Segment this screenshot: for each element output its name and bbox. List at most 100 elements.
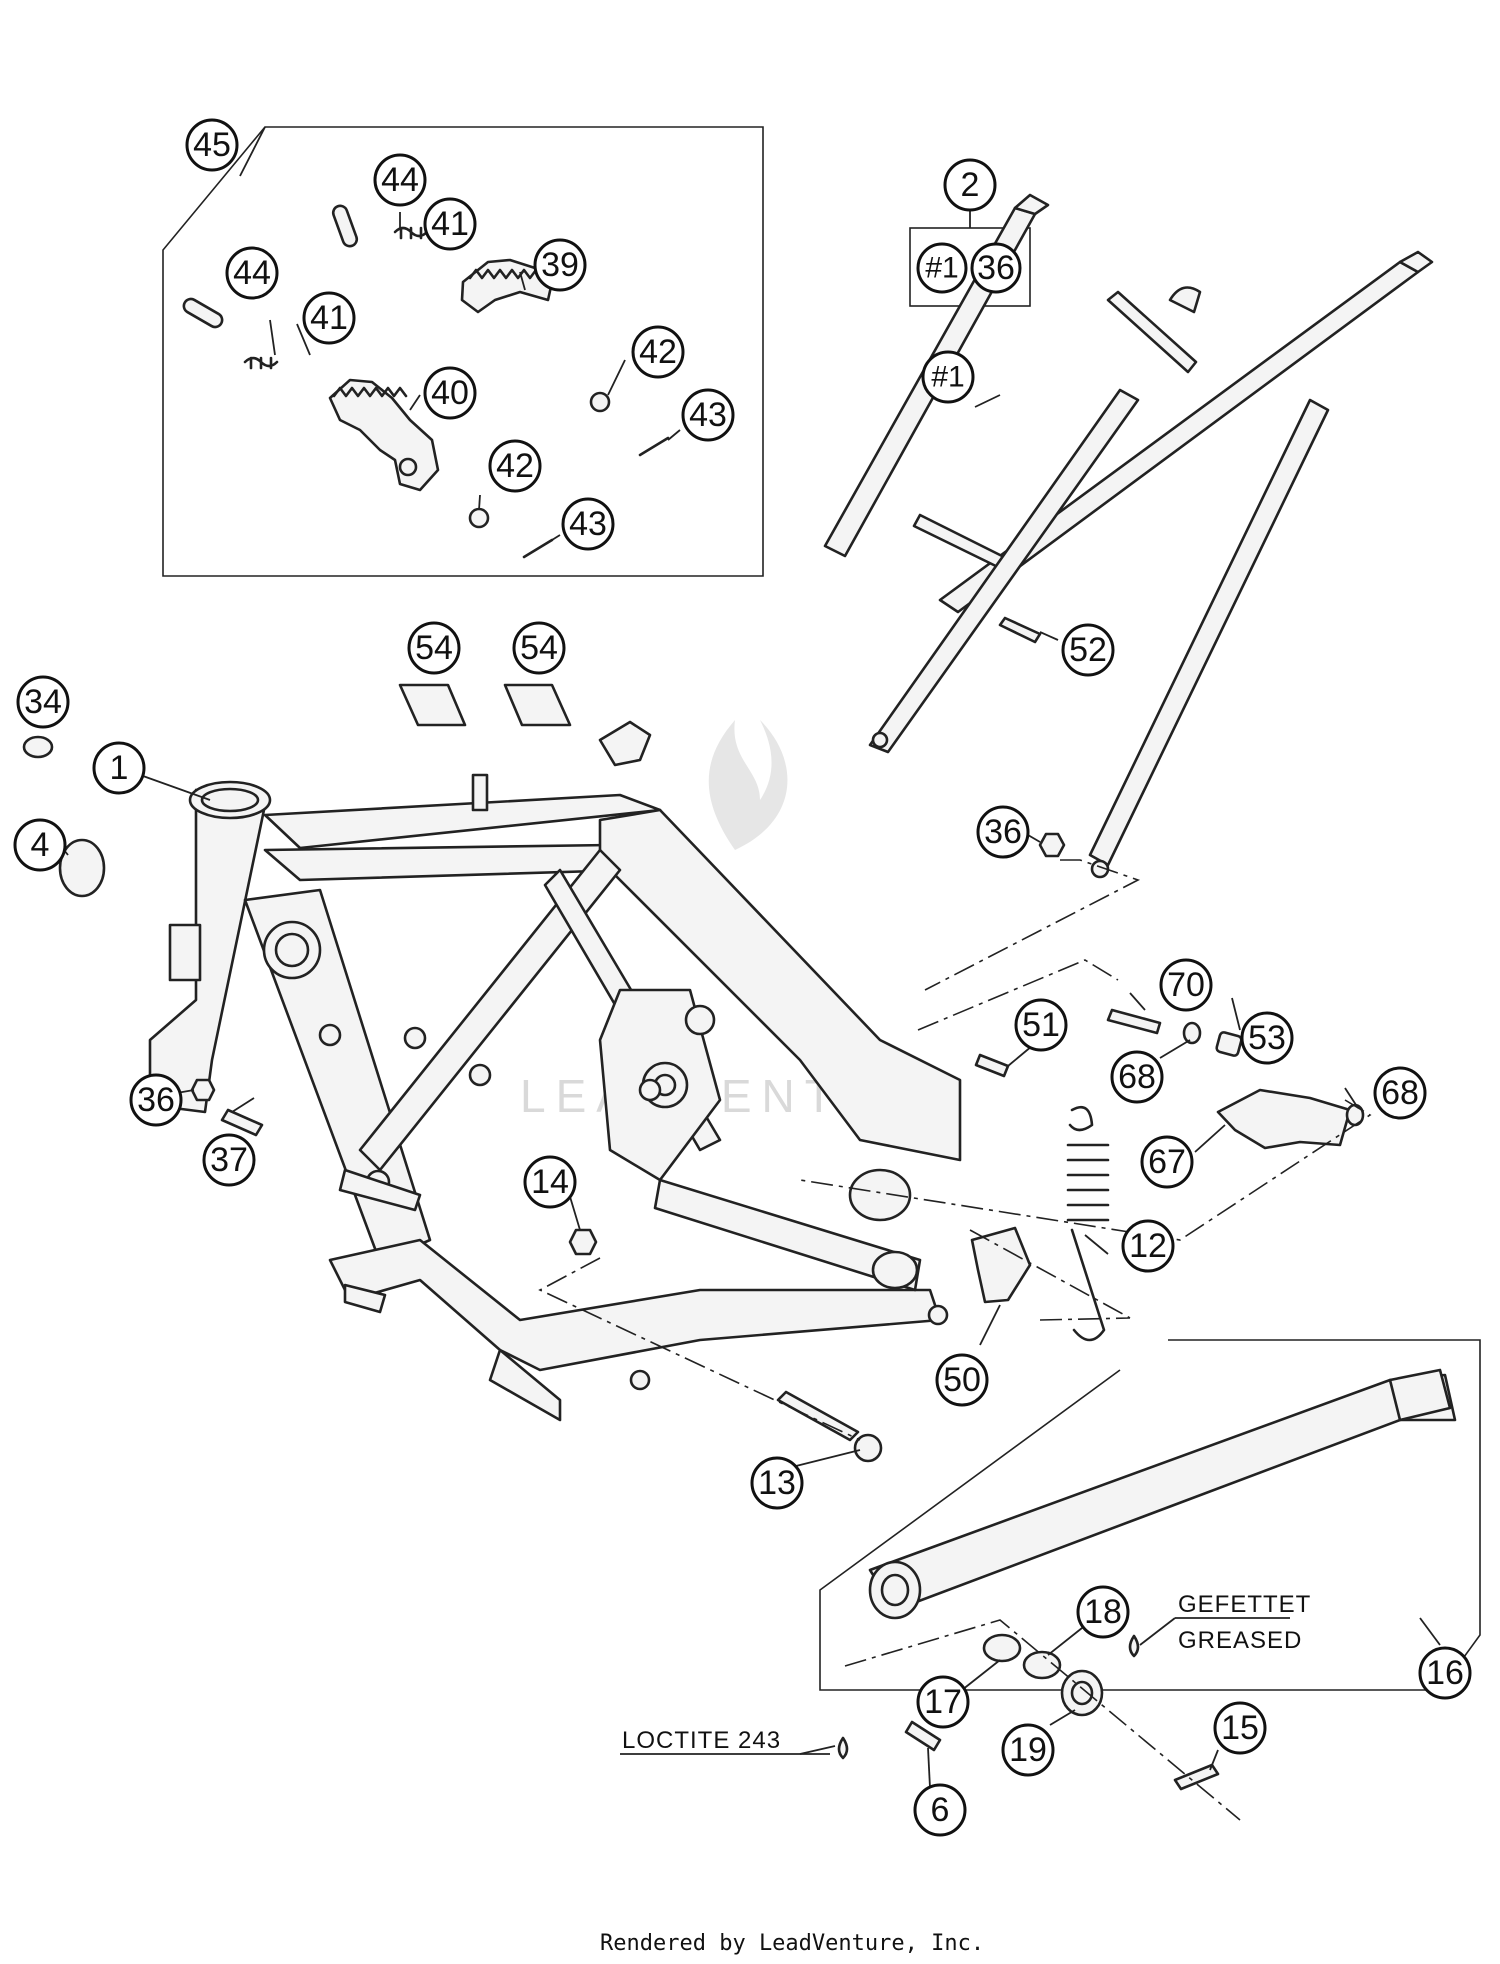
callout-43-upper: 43 <box>681 388 735 442</box>
callout-40: 40 <box>423 366 477 420</box>
steering-head <box>148 788 267 1114</box>
bushing-53 <box>1215 1031 1243 1057</box>
svg-text:43: 43 <box>689 396 727 434</box>
svg-text:36: 36 <box>137 1081 175 1119</box>
callout-16: 16 <box>1418 1646 1472 1700</box>
main-frame-group <box>22 683 1010 1463</box>
callout-1: 1 <box>92 741 146 795</box>
callout-67: 67 <box>1140 1135 1194 1189</box>
bolt-70 <box>1106 1008 1162 1035</box>
svg-text:43: 43 <box>569 505 607 543</box>
sidestand-bolt <box>1173 1763 1220 1791</box>
frame-cross-tube <box>653 1178 922 1292</box>
svg-text:4: 4 <box>31 826 50 864</box>
svg-text:68: 68 <box>1381 1074 1419 1112</box>
callout-17: 17 <box>916 1675 970 1729</box>
frame-bolt-37 <box>220 1108 264 1137</box>
callout-41-upper: 41 <box>423 197 477 251</box>
sidestand-pin-bolt <box>904 1720 942 1752</box>
svg-text:2: 2 <box>961 166 980 204</box>
svg-text:39: 39 <box>541 246 579 284</box>
callout-53: 53 <box>1240 1011 1294 1065</box>
footer-credit: Rendered by LeadVenture, Inc. <box>600 1931 984 1956</box>
svg-text:45: 45 <box>193 126 231 164</box>
sidestand-bracket-plate <box>970 1226 1032 1304</box>
footpeg-kit-group <box>162 126 764 577</box>
note-greased: GREASED <box>1178 1627 1302 1654</box>
svg-text:12: 12 <box>1129 1227 1167 1265</box>
callouts: 45 44 44 41 41 39 40 42 42 43 43 2 #1 36… <box>13 118 1472 1837</box>
svg-text:17: 17 <box>924 1683 962 1721</box>
footpeg-pin-upper <box>331 204 359 248</box>
svg-text:54: 54 <box>415 629 453 667</box>
callout-34: 34 <box>16 675 70 729</box>
svg-text:37: 37 <box>210 1141 248 1179</box>
frame-lower-cradle <box>328 1238 942 1372</box>
sidestand-o-ring-18 <box>1022 1650 1062 1680</box>
svg-text:1: 1 <box>110 749 129 787</box>
decal-right <box>503 683 572 727</box>
svg-text:44: 44 <box>381 161 419 199</box>
svg-text:18: 18 <box>1084 1593 1122 1631</box>
callout-41-lower: 41 <box>302 291 356 345</box>
callout-12: 12 <box>1121 1219 1175 1273</box>
decal-left <box>398 683 467 727</box>
callout-44-upper: 44 <box>373 153 427 207</box>
leader-lines <box>59 212 1359 1789</box>
frame-backbone <box>598 808 962 1162</box>
cotter-pin-lower <box>522 538 554 559</box>
callout-50: 50 <box>935 1353 989 1407</box>
callout-54-right: 54 <box>512 621 566 675</box>
callout-2: 2 <box>943 158 997 212</box>
svg-text:15: 15 <box>1221 1709 1259 1747</box>
frame-nut-14 <box>568 1228 598 1256</box>
svg-text:52: 52 <box>1069 631 1107 669</box>
frame-down-tube <box>243 888 432 1264</box>
bolt-51 <box>974 1053 1010 1078</box>
callout-42-upper: 42 <box>631 325 685 379</box>
subframe-lower-strut-left <box>868 388 1140 754</box>
sidestand-leg <box>868 1373 1457 1612</box>
callout-54-left: 54 <box>407 621 461 675</box>
subframe-crossmember <box>1106 290 1198 374</box>
footpeg-spring-upper <box>393 226 429 240</box>
frame-nut <box>190 1078 216 1102</box>
footpeg-spring-lower <box>243 356 279 370</box>
svg-text:67: 67 <box>1148 1143 1186 1181</box>
frame-diagonal-left <box>358 848 622 1172</box>
o-ring-steering <box>58 838 106 898</box>
svg-text:#1: #1 <box>931 361 964 394</box>
svg-text:68: 68 <box>1118 1058 1156 1096</box>
note-loctite: LOCTITE 243 <box>622 1727 781 1754</box>
hose-clamp <box>22 735 54 759</box>
callout-39: 39 <box>533 238 587 292</box>
callout-1-in-box: #1 <box>916 242 968 294</box>
svg-text:42: 42 <box>639 333 677 371</box>
subframe-nut <box>1038 832 1066 858</box>
subframe-brace <box>912 513 1012 572</box>
svg-text:53: 53 <box>1248 1019 1286 1057</box>
callout-6: 6 <box>913 1783 967 1837</box>
callout-44-lower: 44 <box>225 246 279 300</box>
subframe-group <box>823 193 1434 991</box>
callout-45: 45 <box>185 118 239 172</box>
footpeg-pin-lower <box>182 297 224 329</box>
svg-text:#1: #1 <box>925 252 958 285</box>
callout-36-subframe: 36 <box>976 805 1030 859</box>
svg-text:34: 34 <box>24 683 62 721</box>
callout-36-in-box: 36 <box>970 242 1022 294</box>
svg-text:14: 14 <box>531 1163 569 1201</box>
svg-text:44: 44 <box>233 254 271 292</box>
svg-text:42: 42 <box>496 447 534 485</box>
callout-13: 13 <box>750 1456 804 1510</box>
svg-text:51: 51 <box>1022 1006 1060 1044</box>
callout-14: 14 <box>523 1155 577 1209</box>
note-gefettet: GEFETTET <box>1178 1591 1311 1618</box>
svg-text:70: 70 <box>1167 966 1205 1004</box>
callout-70: 70 <box>1159 958 1213 1012</box>
svg-text:41: 41 <box>431 205 469 243</box>
svg-text:50: 50 <box>943 1361 981 1399</box>
svg-text:13: 13 <box>758 1464 796 1502</box>
callout-1-subframe: #1 <box>921 350 975 404</box>
